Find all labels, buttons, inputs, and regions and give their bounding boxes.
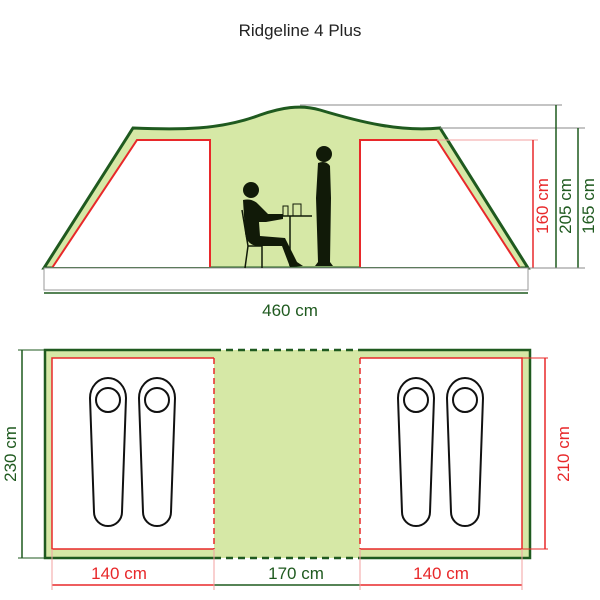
bedroom-height-label: 160 cm [533,178,552,234]
depth-label: 230 cm [1,426,20,482]
sleeping-bag-icon [88,377,128,527]
floor-plan: 230 cm 210 cm 140 cm 170 cm 140 cm [1,348,573,590]
table-icon [268,203,312,266]
seated-person-icon [241,182,303,269]
right-bedroom-side [359,139,522,269]
pillow-icon [403,387,429,413]
side-view: 460 cm 160 cm 205 cm 165 cm [41,104,598,320]
width-label: 460 cm [262,301,318,320]
sleeping-bag-icon [137,377,177,527]
pillow-icon [144,387,170,413]
diagram-title: Ridgeline 4 Plus [239,21,362,40]
sleeping-bag-icon [445,377,485,527]
living-area-open-edge [214,348,360,560]
eave-height-label: 165 cm [579,178,598,234]
ground-strip [43,267,529,291]
pillow-icon [95,387,121,413]
pillow-icon [452,387,478,413]
left-bedroom [51,357,214,550]
right-bedroom-width-label: 140 cm [413,564,469,583]
bedroom-depth-label: 210 cm [554,426,573,482]
left-bedroom-width-label: 140 cm [91,564,147,583]
floor-outline [43,348,532,560]
sleeping-bag-icon [396,377,436,527]
peak-height-label: 205 cm [556,178,575,234]
living-width-label: 170 cm [268,564,324,583]
right-bedroom [360,357,523,550]
left-bedroom-side [50,139,211,269]
standing-person-icon [315,146,333,266]
